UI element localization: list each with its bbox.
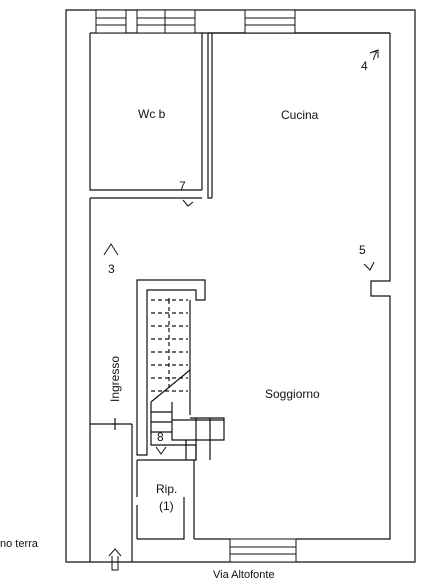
view-marker-3: 3 — [108, 262, 115, 276]
view-marker-7-top: 7 — [371, 49, 378, 63]
room-label-living: Soggiorno — [265, 387, 320, 401]
stair-enclosure — [136, 279, 206, 456]
room-label-storage-number: (1) — [159, 499, 174, 513]
window-top-3 — [164, 9, 196, 34]
inner-wall-right — [296, 33, 391, 540]
street-label: Via Altofonte — [213, 569, 275, 581]
view-marker-8: 8 — [157, 430, 164, 444]
stair-treads — [151, 299, 188, 392]
marker-arrow-3 — [103, 243, 119, 256]
room-label-kitchen: Cucina — [281, 108, 319, 122]
marker-arrow-4 — [369, 49, 379, 58]
marker-arrow-8 — [155, 446, 167, 455]
window-top-4 — [244, 9, 296, 34]
window-top-1 — [95, 9, 127, 34]
view-marker-5: 5 — [359, 243, 366, 257]
wc-partition-2 — [207, 33, 212, 199]
stair-lower-steps — [171, 402, 225, 460]
wc-wall-outer — [89, 33, 202, 191]
marker-arrow-7 — [182, 199, 194, 207]
view-marker-4: 4 — [361, 59, 368, 73]
floor-caption: no terra — [0, 538, 38, 550]
view-marker-7: 7 — [179, 179, 186, 193]
room-label-wc: Wc b — [138, 107, 166, 121]
stair-lower-steps-2 — [151, 411, 172, 433]
window-top-2 — [136, 9, 166, 34]
stair-cut — [150, 369, 191, 403]
window-bottom — [229, 538, 297, 563]
marker-arrow-5 — [363, 261, 375, 271]
storage-bottom — [137, 497, 185, 540]
entrance-arrow-icon — [108, 548, 122, 571]
outer-wall — [65, 9, 416, 563]
stair-landing — [137, 402, 197, 461]
room-label-storage: Rip. — [156, 482, 178, 496]
room-label-entrance: Ingresso — [108, 355, 122, 402]
